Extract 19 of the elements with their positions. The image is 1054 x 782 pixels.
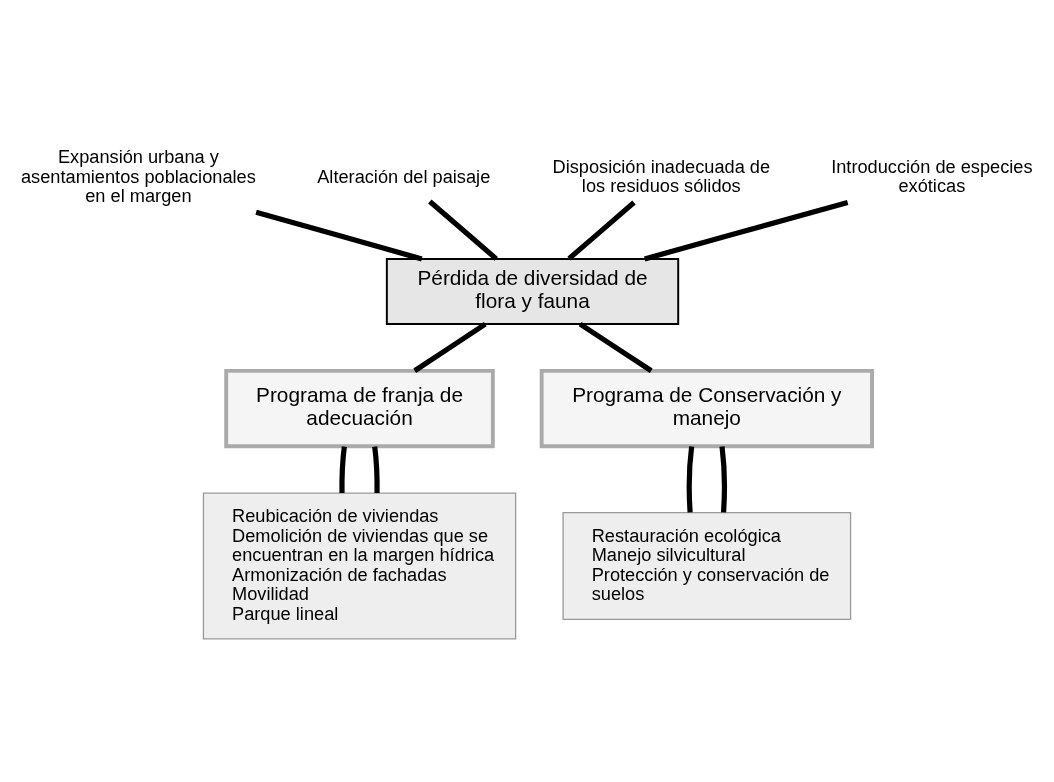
- node-box: Reubicación de viviendas Demolición de viviendas que se encuentran en la margen hídrica Armonización de fachadas Movilidad Parque lineal: [202, 492, 517, 640]
- connector: [643, 199, 849, 262]
- connector: [578, 321, 653, 373]
- node-text: Alteración del paisaje: [317, 166, 491, 187]
- node-box: Pérdida de diversidad de flora y fauna: [385, 258, 680, 325]
- connector: [719, 446, 727, 513]
- connector: [339, 446, 347, 493]
- connector: [413, 321, 487, 373]
- connector: [255, 209, 423, 262]
- node-text: Disposición inadecuada de los residuos sólidos: [552, 156, 771, 197]
- node-text: Introducción de especies exóticas: [831, 156, 1033, 197]
- node-box: Programa de franja de adecuación: [224, 368, 495, 449]
- node-box: Restauración ecológica Manejo silvicultural Protección y conservación de suelos: [562, 511, 852, 620]
- connector: [567, 200, 636, 261]
- connector: [372, 446, 380, 493]
- node-text: Expansión urbana y asentamientos poblacionales en el margen: [21, 146, 256, 206]
- connector: [428, 199, 498, 261]
- connector: [686, 446, 695, 513]
- node-box: Programa de Conservación y manejo: [539, 368, 874, 449]
